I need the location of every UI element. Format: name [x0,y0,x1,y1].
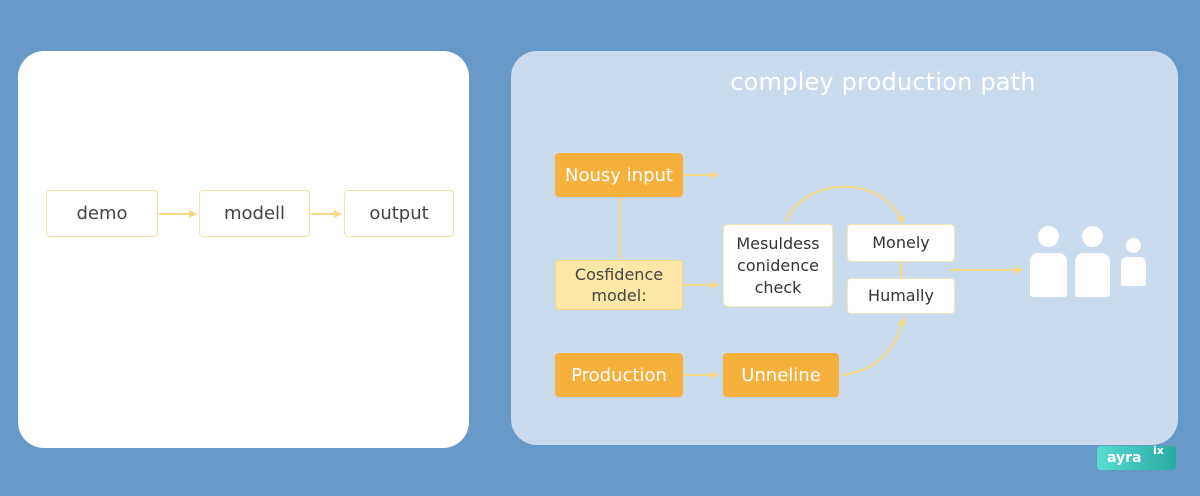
unneline-node: Unneline [723,353,839,397]
user-icon [1030,226,1067,297]
production-node: Production [555,353,683,397]
confidence-model-label-line2: model: [591,286,647,305]
humally-node: Humally [847,278,955,314]
confidence-check-node: Mesuldess conidence check [723,224,833,307]
humally-label: Humally [868,286,934,305]
output-node: output [344,190,454,237]
confidence-model-label-line1: Cosfidence [574,265,664,284]
monely-node: Monely [847,224,955,262]
output-label: output [369,203,429,224]
model-node: modell [199,190,310,237]
production-path-title: compley production path [730,68,1036,96]
confidence-model-node: Cosfidence model: [555,260,683,310]
confidence-check-label-line2: conidence [737,255,819,275]
monely-label: Monely [872,233,930,252]
user-icon [1121,238,1146,286]
brand-badge-text: ayra [1107,450,1142,466]
confidence-check-label-line3: check [754,277,802,297]
unneline-label: Unneline [741,364,821,386]
confidence-check-label-line1: Mesuldess [736,233,820,253]
model-label: modell [223,203,286,224]
brand-badge: ayra [1097,446,1176,470]
check-to-monely-curve [785,185,904,224]
production-label: Production [571,364,667,386]
simple-demo-panel [18,51,469,448]
demo-node: demo [46,190,158,237]
noisy-input-node: Nousy input [555,153,683,197]
demo-label: demo [76,203,128,224]
user-icon [1075,226,1110,297]
noisy-input-label: Nousy input [565,164,673,186]
brand-badge-suffix: ix [1153,444,1164,457]
unneline-to-humally-curve [841,317,906,376]
